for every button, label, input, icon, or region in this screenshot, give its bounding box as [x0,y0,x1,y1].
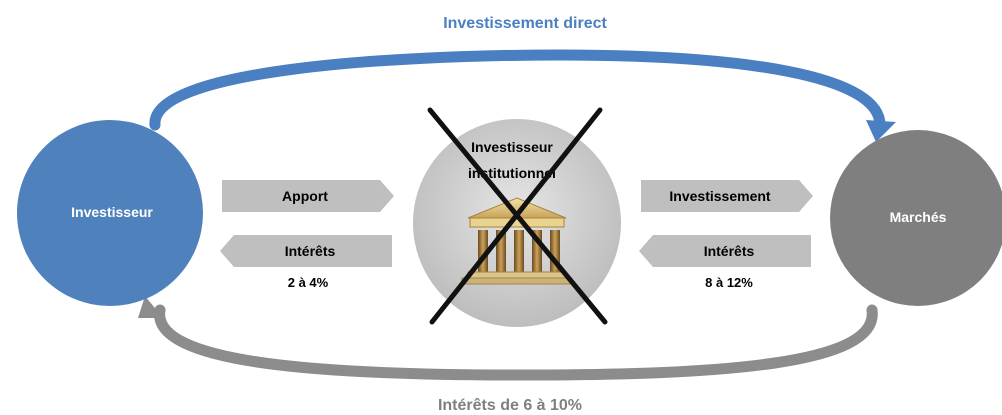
markets-label: Marchés [890,209,947,225]
cross-out-mark [427,107,608,325]
right-rate-label: 8 à 12% [705,275,753,290]
apport-label: Apport [282,188,328,204]
left-interets-arrow: Intérêts [220,235,392,267]
bottom-arrow-label: Intérêts de 6 à 10% [438,397,582,414]
bottom-curved-arrow [138,296,878,381]
apport-arrow: Apport [222,180,394,212]
right-interets-arrow: Intérêts [639,235,811,267]
markets-node: Marchés [830,130,1002,306]
left-rate-label: 2 à 4% [288,275,329,290]
top-arrow-label: Investissement direct [443,15,607,32]
institution-label-line1: Investisseur [471,139,553,155]
investor-label: Investisseur [71,204,153,220]
top-curved-arrow [149,49,896,142]
investissement-label: Investissement [669,188,770,204]
institution-node: Investisseur institutionnel [413,107,621,327]
right-interets-label: Intérêts [704,243,755,259]
left-interets-label: Intérêts [285,243,336,259]
investissement-arrow: Investissement [641,180,813,212]
institution-label-line2: institutionnel [468,165,556,181]
investor-node: Investisseur [17,120,203,306]
